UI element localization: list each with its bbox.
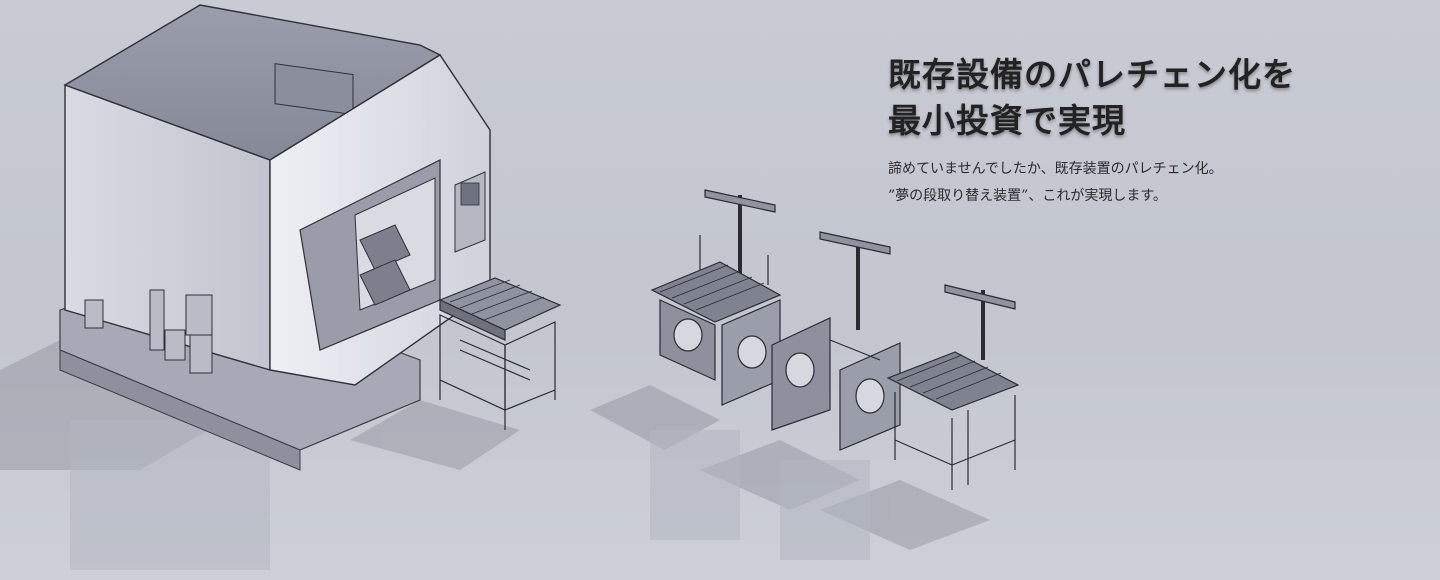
lead-line-1: 諦めていませんでしたか、既存装置のパレチェン化。 bbox=[888, 161, 1223, 177]
hero-headline: 既存設備のパレチェン化を 最小投資で実現 bbox=[888, 52, 1408, 144]
hero-lead: 諦めていませんでしたか、既存装置のパレチェン化。 ”夢の段取り替え装置”、これが… bbox=[888, 156, 1408, 210]
headline-line-1: 既存設備のパレチェン化を bbox=[888, 55, 1296, 94]
hero-copy: 既存設備のパレチェン化を 最小投資で実現 諦めていませんでしたか、既存装置のパレ… bbox=[888, 52, 1408, 210]
lead-line-2: ”夢の段取り替え装置”、これが実現します。 bbox=[888, 188, 1167, 204]
headline-line-2: 最小投資で実現 bbox=[888, 101, 1126, 140]
